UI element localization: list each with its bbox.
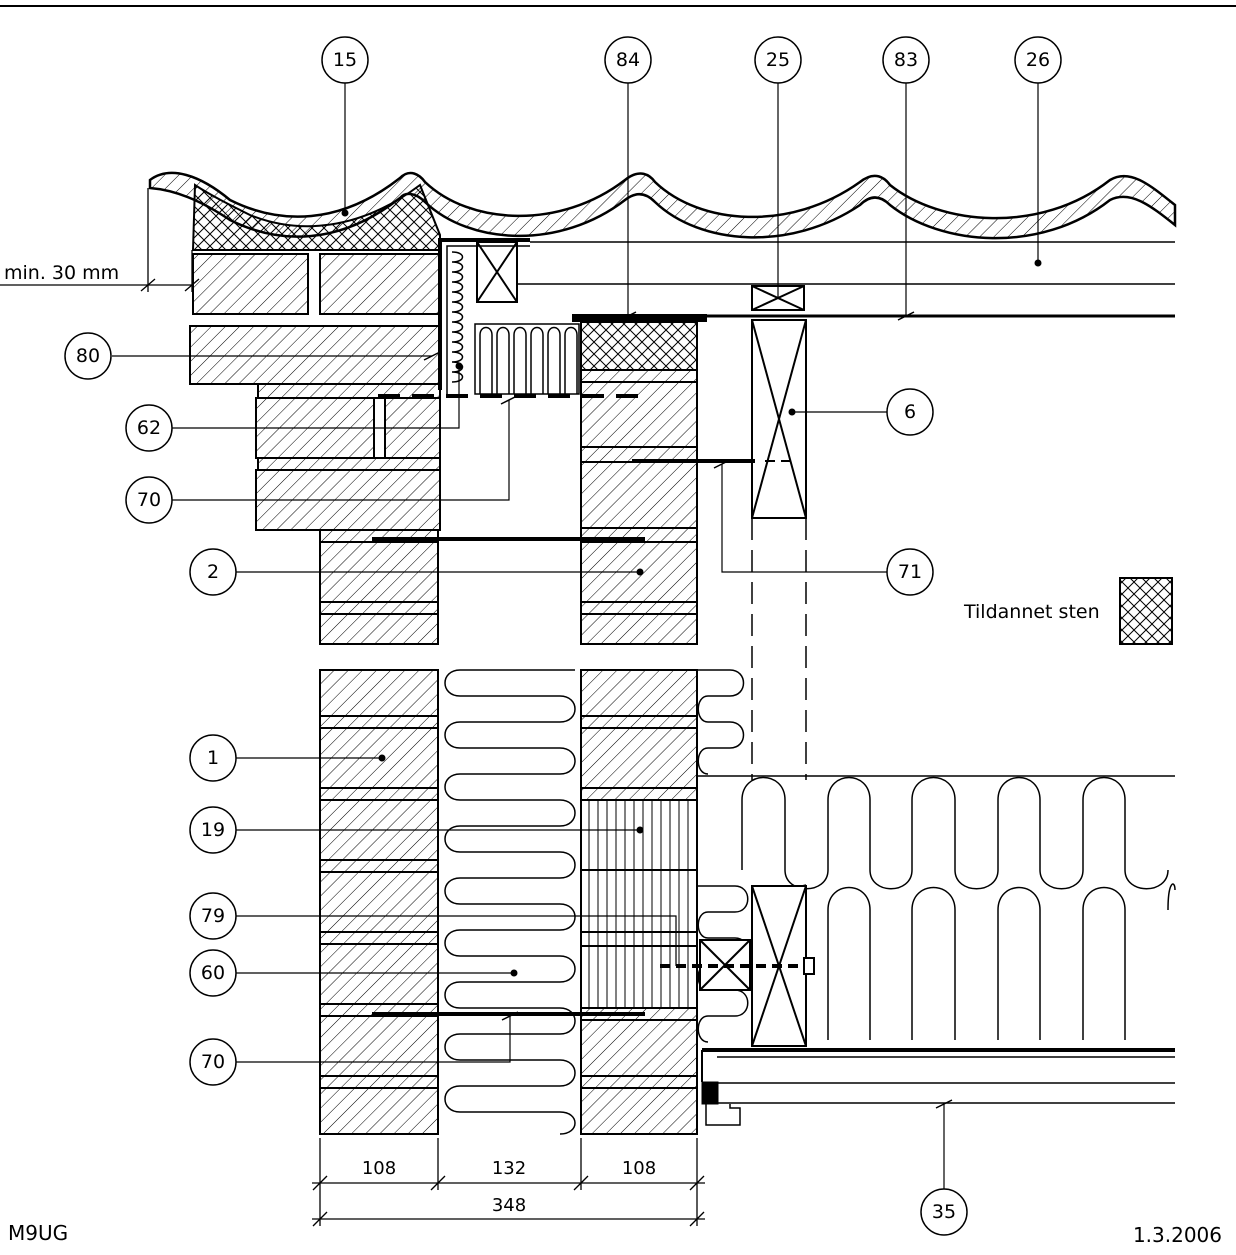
outer-leaf-lower	[319, 669, 439, 1135]
leader-dots	[341, 209, 1042, 977]
callout-35-label: 35	[932, 1201, 956, 1223]
outer-leaf-upper	[319, 529, 439, 645]
callout-19: 19	[189, 806, 237, 854]
insulation-strip-upper-right	[697, 669, 745, 775]
insulation-strip-62	[451, 251, 464, 383]
callout-19-label: 19	[201, 819, 225, 841]
callout-70-upper: 70	[125, 476, 173, 524]
callout-71-label: 71	[898, 561, 922, 583]
callout-70-lower: 70	[189, 1038, 237, 1086]
callout-26-label: 26	[1026, 49, 1050, 71]
leader-ticks	[423, 311, 953, 1109]
callout-70-lower-label: 70	[201, 1051, 225, 1073]
drawing-code: M9UG	[8, 1221, 68, 1245]
inner-leaf-upper	[580, 321, 698, 645]
callout-79-label: 79	[201, 905, 225, 927]
dim-outer-leaf: 108	[362, 1158, 396, 1179]
rafter-6	[751, 319, 807, 519]
callout-60: 60	[189, 949, 237, 997]
callout-6: 6	[886, 388, 934, 436]
callout-84: 84	[604, 36, 652, 84]
cavity-insulation-top	[474, 323, 580, 395]
callout-71: 71	[886, 548, 934, 596]
ceiling-lining-35	[701, 1048, 1175, 1126]
callout-2: 2	[189, 548, 237, 596]
eaves-flashing	[438, 238, 530, 395]
callout-35: 35	[920, 1188, 968, 1236]
callout-80: 80	[64, 332, 112, 380]
legend-label: Tildannet sten	[963, 601, 1100, 623]
drawing-date: 1.3.2006	[1133, 1223, 1222, 1247]
callout-25-label: 25	[766, 49, 790, 71]
eaves-masonry	[189, 183, 441, 531]
leader-lines	[112, 83, 1039, 1189]
callout-80-label: 80	[76, 345, 100, 367]
wall-plate-84	[572, 314, 707, 322]
callout-83-label: 83	[894, 49, 918, 71]
callout-25: 25	[754, 36, 802, 84]
callout-60-label: 60	[201, 962, 225, 984]
callout-15: 15	[321, 36, 369, 84]
dim-total: 348	[492, 1195, 526, 1216]
callout-84-label: 84	[616, 49, 640, 71]
legend-swatch	[1119, 577, 1173, 645]
callout-62: 62	[125, 404, 173, 452]
overhang-label: min. 30 mm	[4, 262, 119, 284]
callout-83: 83	[882, 36, 930, 84]
tie-nut-79	[803, 957, 815, 975]
callout-15-label: 15	[333, 49, 357, 71]
cavity-insulation-60	[444, 669, 576, 1135]
callout-26: 26	[1014, 36, 1062, 84]
callout-1: 1	[189, 734, 237, 782]
overhang-dimension	[0, 188, 200, 292]
dim-inner-leaf: 108	[622, 1158, 656, 1179]
callout-79: 79	[189, 892, 237, 940]
callout-62-label: 62	[137, 417, 161, 439]
dim-cavity: 132	[492, 1158, 526, 1179]
callout-6-label: 6	[904, 401, 916, 423]
dimension-lines	[312, 1138, 705, 1227]
callout-2-label: 2	[207, 561, 219, 583]
roof-timbers	[476, 241, 1175, 311]
rafter-hidden-lines	[751, 518, 807, 780]
callout-70-upper-label: 70	[137, 489, 161, 511]
roof-tiles	[148, 171, 1177, 240]
callout-1-label: 1	[207, 747, 219, 769]
inner-leaf-lower	[580, 669, 698, 1135]
